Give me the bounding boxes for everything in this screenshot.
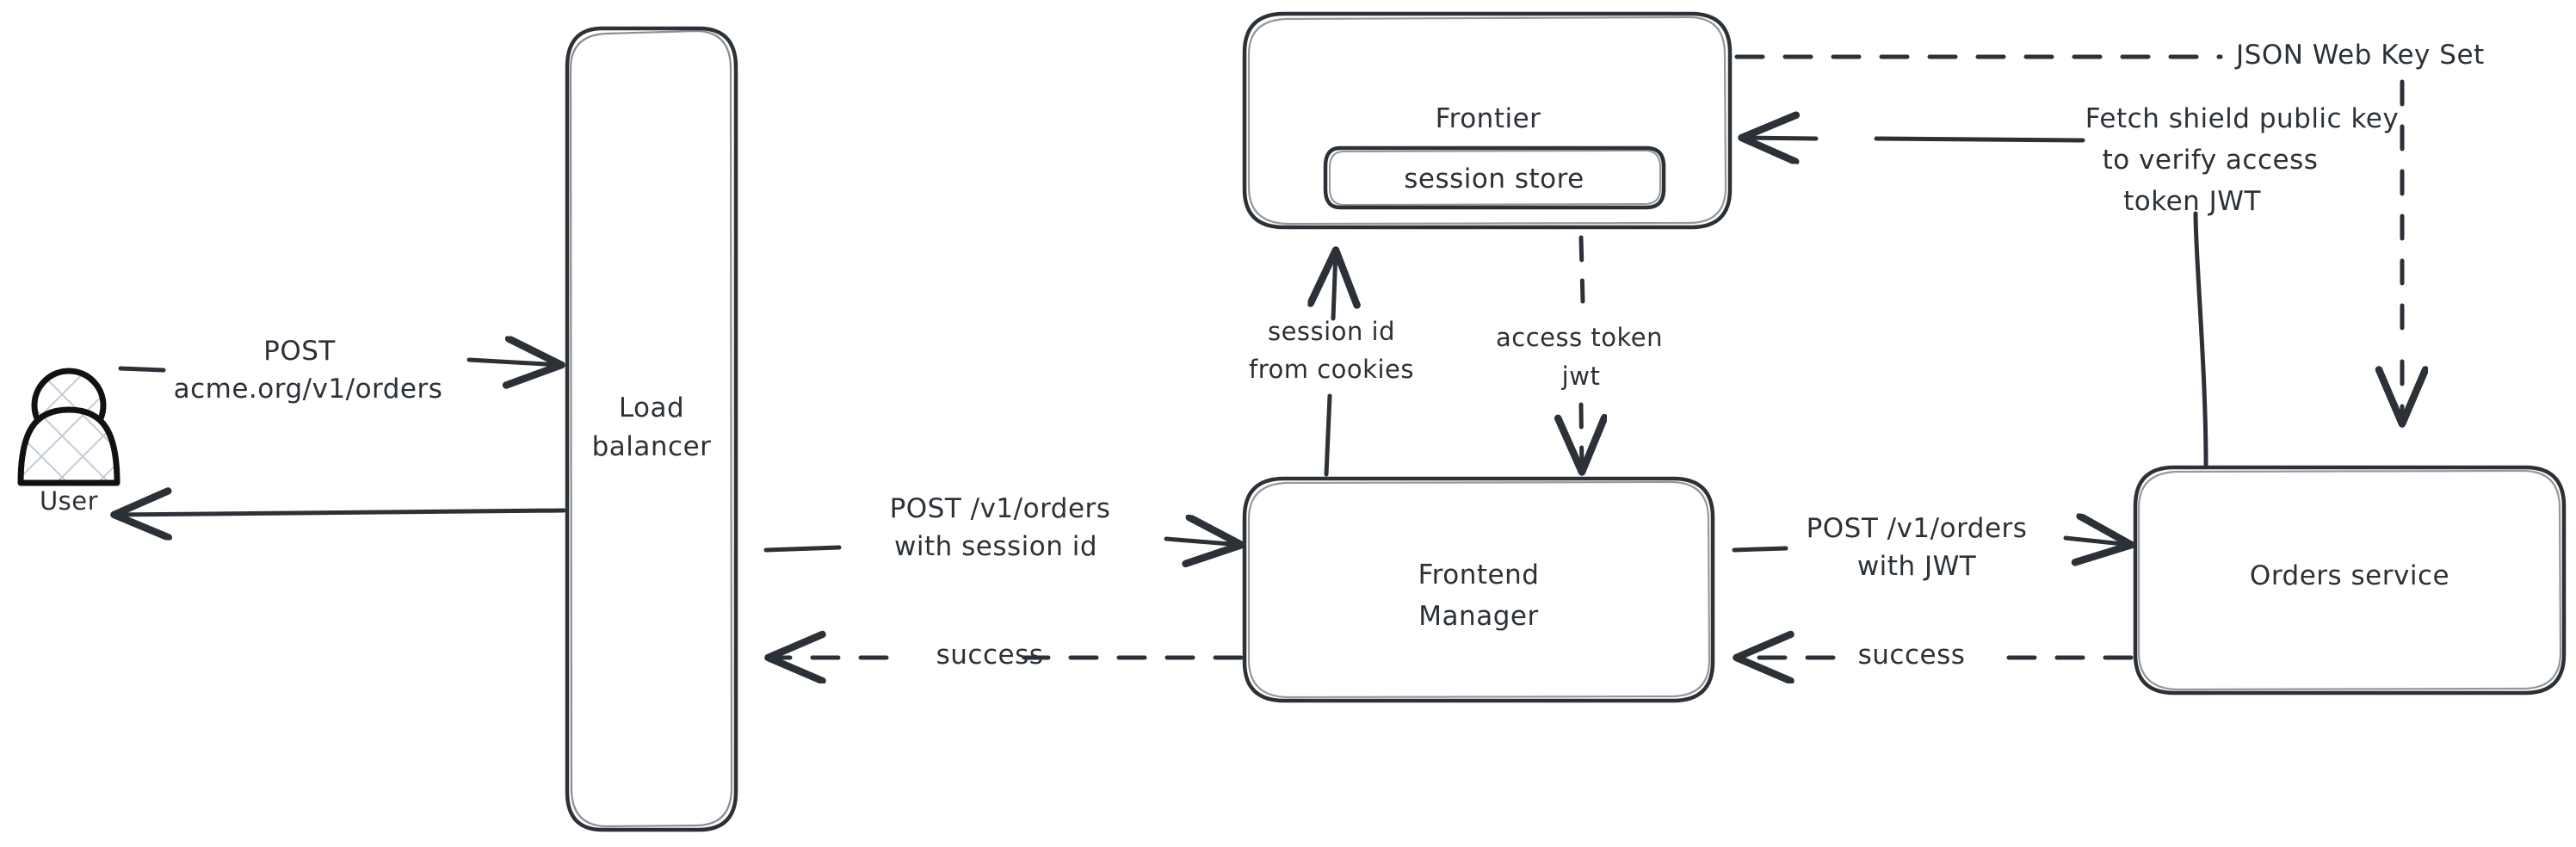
frontend-manager-shape: [1242, 476, 1715, 703]
edge-lb-to-fm: [763, 539, 1241, 550]
session-store-shape: [1323, 145, 1666, 210]
load-balancer-shape: [565, 26, 738, 832]
frontier-shape: [1242, 11, 1733, 230]
edge-frontier-to-fm: [1581, 235, 1583, 472]
edge-lb-to-user: [114, 510, 566, 515]
orders-service-shape: [2133, 465, 2567, 696]
edge-fm-to-orders: [1732, 538, 2131, 550]
user-actor-icon: [17, 368, 120, 486]
edge-user-to-lb: [118, 360, 561, 370]
edge-orders-to-frontier: [1742, 138, 2208, 467]
edge-frontier-to-orders-jwks: [1734, 54, 2402, 424]
edge-fm-to-frontier: [1326, 250, 1336, 477]
